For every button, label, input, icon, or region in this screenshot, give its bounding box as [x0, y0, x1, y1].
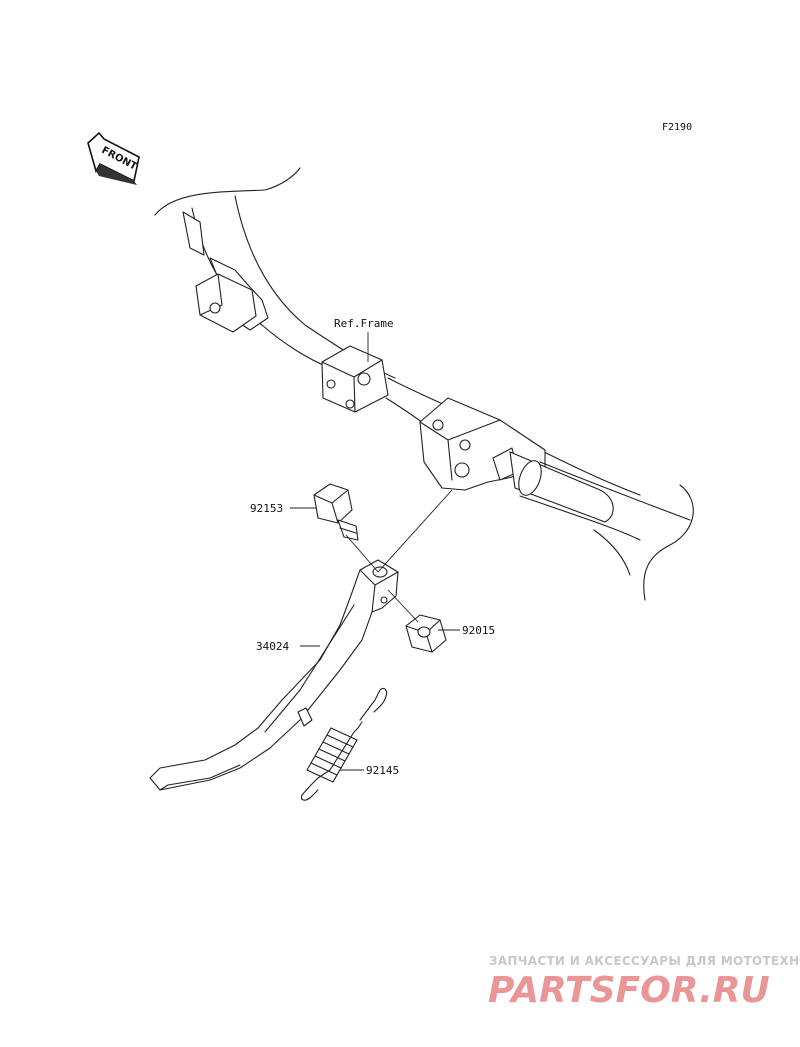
nut-92015-part [405, 614, 447, 653]
leader-lines [290, 332, 460, 771]
spring-92145-part [300, 687, 388, 801]
figure-id: F2190 [662, 122, 692, 133]
part-number-34024: 34024 [256, 640, 289, 653]
front-arrow-icon: FRONT [87, 131, 140, 185]
side-stand-34024-part [149, 559, 399, 791]
bolt-92153-part [313, 483, 359, 541]
part-number-92153: 92153 [250, 502, 283, 515]
watermark-caption: ЗАПЧАСТИ И АКСЕССУАРЫ ДЛЯ МОТОТЕХНИКИ [489, 954, 800, 968]
part-number-92145: 92145 [366, 764, 399, 777]
frame-drawing [154, 167, 694, 601]
watermark-logo: PARTSFOR.RU [488, 970, 770, 1011]
part-number-92015: 92015 [462, 624, 495, 637]
ref-frame-label: Ref.Frame [334, 317, 394, 330]
